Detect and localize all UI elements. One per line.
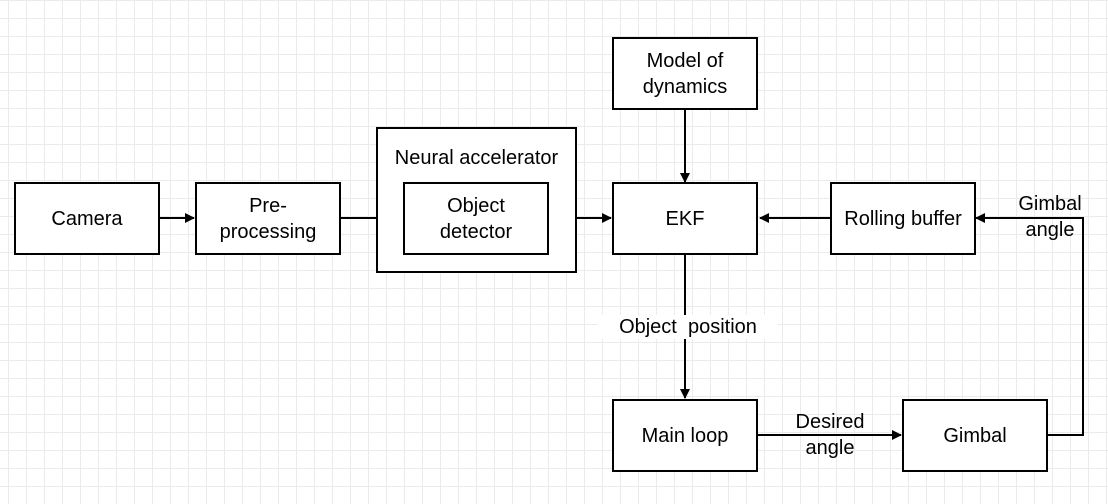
preprocessing-label-line2: processing [219,220,317,243]
gimbal-angle-label-line2: angle [1025,219,1075,241]
object-detector-node: Object detector [403,182,549,255]
camera-label: Camera [51,207,123,230]
neural-accelerator-label: Neural accelerator [394,147,559,169]
ekf-node: EKF [612,182,758,255]
camera-node: Camera [14,182,160,255]
gimbal-angle-label-line1: Gimbal [1018,193,1082,215]
rolling-buffer-node: Rolling buffer [830,182,976,255]
desired-angle-label-line2: angle [805,437,855,459]
desired-angle-label-line1: Desired [795,411,865,433]
model-of-dynamics-label-line1: Model of [646,49,724,72]
preprocessing-node: Pre- processing [195,182,341,255]
model-of-dynamics-label-line2: dynamics [642,75,728,98]
rolling-buffer-label: Rolling buffer [844,207,962,230]
object-position-label: Object position [598,315,778,339]
preprocessing-label-line1: Pre- [249,194,287,217]
main-loop-node: Main loop [612,399,758,472]
ekf-label: EKF [665,207,705,230]
gimbal-node: Gimbal [902,399,1048,472]
object-detector-label-line2: detector [439,220,513,243]
model-of-dynamics-node: Model of dynamics [612,37,758,110]
main-loop-label: Main loop [641,424,729,447]
gimbal-label: Gimbal [943,424,1007,447]
object-detector-label-line1: Object [447,194,505,217]
